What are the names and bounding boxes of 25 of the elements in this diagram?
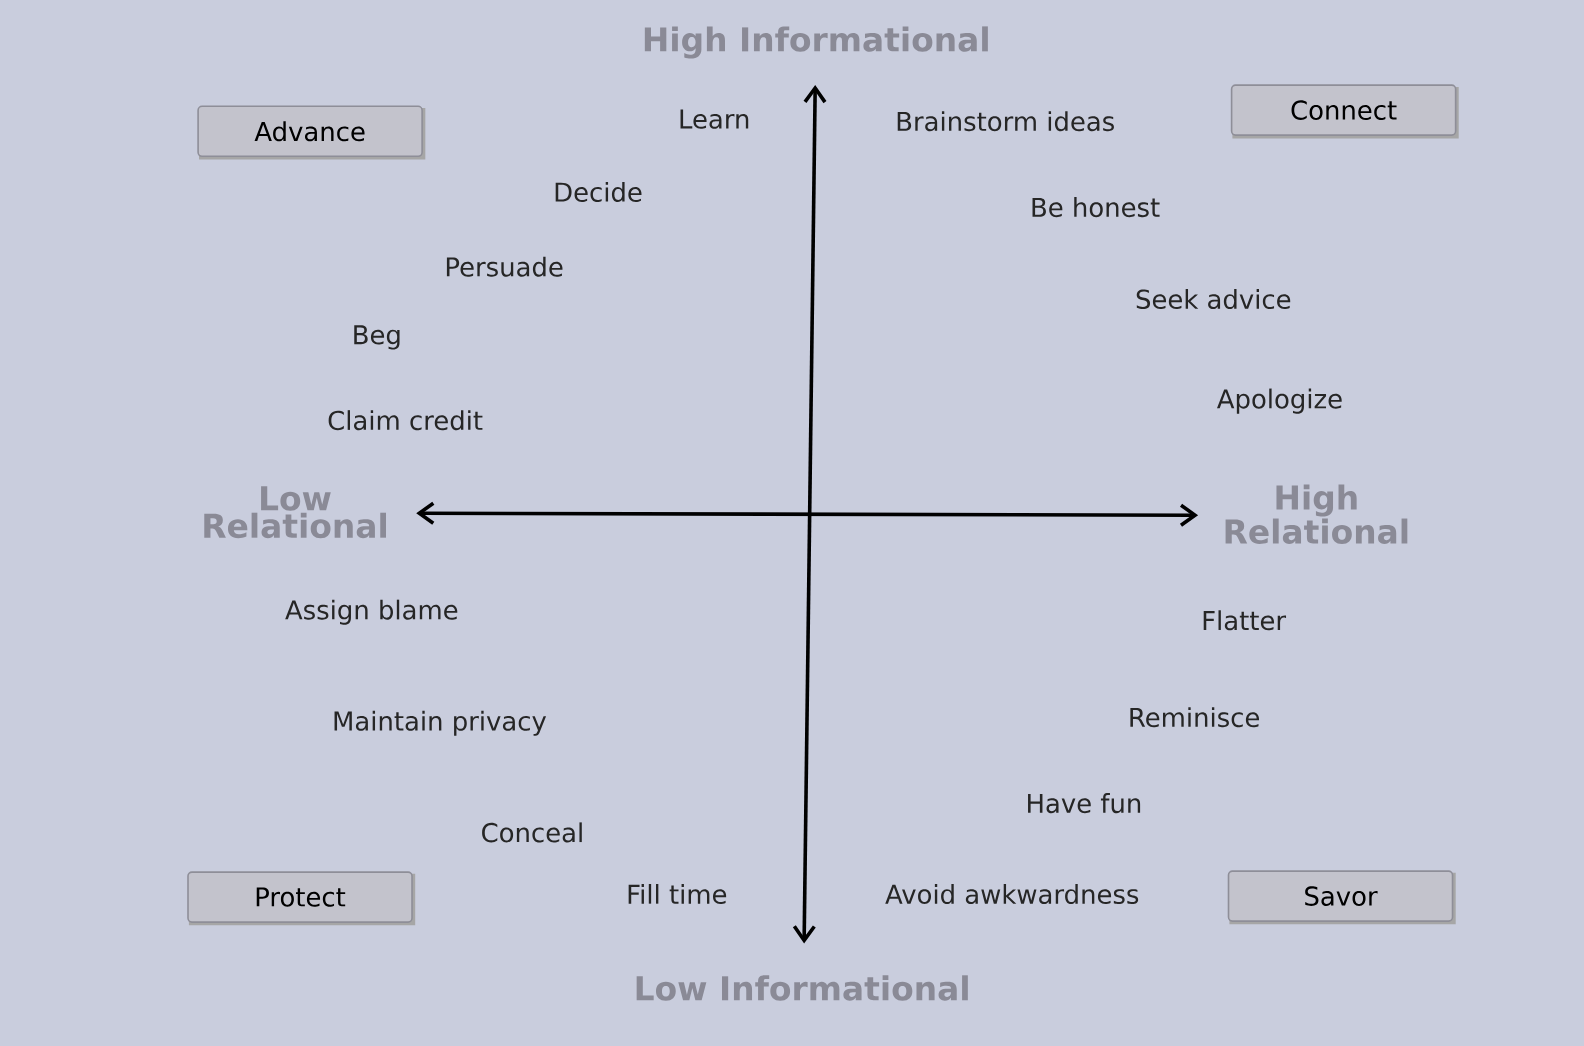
- action-label: Fill time: [628, 884, 727, 905]
- action-label: Beg: [354, 325, 400, 350]
- action-label: Reminisce: [1130, 707, 1259, 728]
- action-label: Persuade: [446, 256, 563, 277]
- axis-label: High Relational: [1225, 484, 1408, 544]
- action-label: Conceal: [482, 822, 582, 843]
- action-label: Be honest: [1032, 197, 1160, 218]
- axis-label: Low Relational: [204, 486, 386, 539]
- label-button: Connect: [1230, 84, 1459, 139]
- action-label: Brainstorm ideas: [897, 111, 1114, 132]
- action-label: Maintain privacy: [334, 710, 547, 736]
- action-label: Learn: [680, 109, 749, 129]
- action-label: Avoid awkwardness: [885, 884, 1139, 905]
- action-label: Seek advice: [1136, 289, 1291, 310]
- action-label: Apologize: [1217, 388, 1342, 414]
- axis-label: Low Informational: [636, 975, 968, 1001]
- action-label: Have fun: [1028, 793, 1141, 814]
- action-label: Decide: [555, 181, 642, 202]
- label-button: Advance: [197, 105, 426, 160]
- action-label: Flatter: [1203, 610, 1287, 631]
- label-button: Protect: [187, 871, 416, 926]
- action-label: Claim credit: [328, 410, 483, 431]
- label-button: Savor: [1227, 870, 1456, 925]
- axis-label: High Informational: [644, 26, 988, 59]
- action-label: Assign blame: [285, 599, 458, 625]
